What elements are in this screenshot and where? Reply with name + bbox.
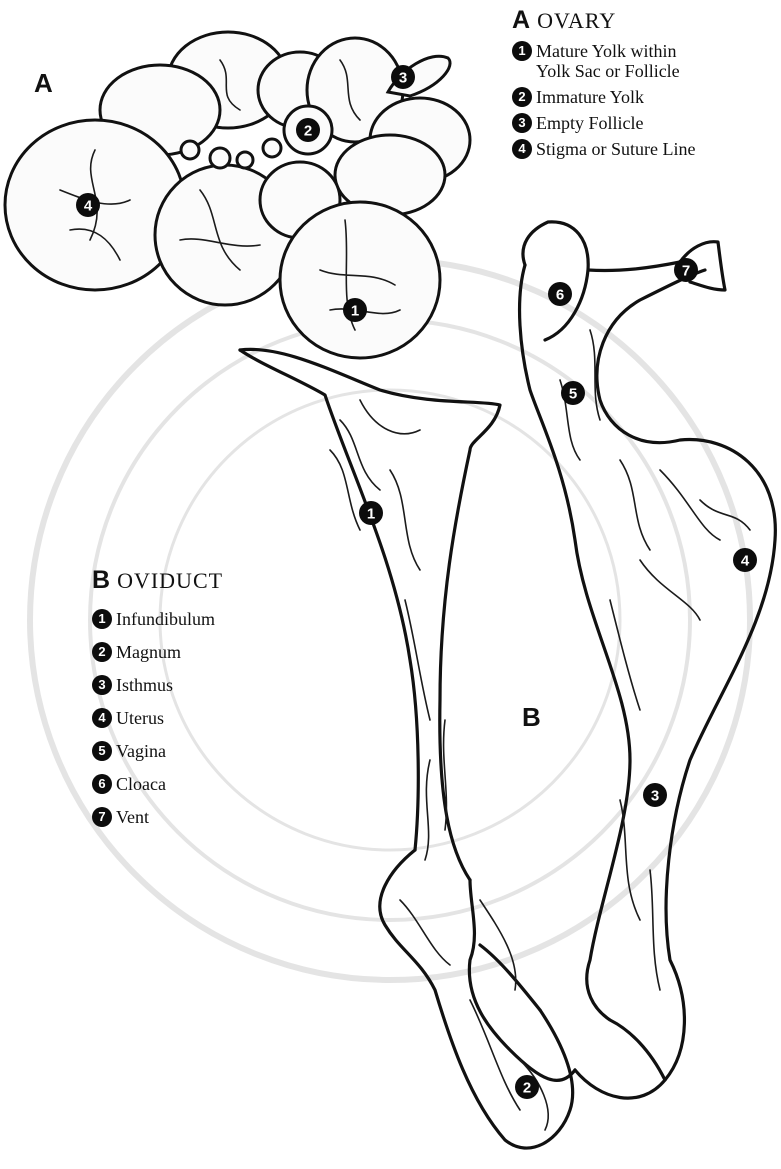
ovary-figure-letter: A — [34, 68, 53, 99]
oviduct-legend-item: 7 Vent — [92, 807, 223, 827]
oviduct-legend-list: 1 Infundibulum 2 Magnum 3 Isthmus 4 Uter… — [92, 609, 223, 827]
oviduct-legend-item: 6 Cloaca — [92, 774, 223, 794]
svg-text:2: 2 — [304, 123, 312, 140]
oviduct-legend-letter: B — [92, 566, 111, 594]
legend-item-label: Stigma or Suture Line — [536, 139, 695, 159]
oviduct-legend-item: 1 Infundibulum — [92, 609, 223, 629]
number-badge: 2 — [512, 87, 532, 107]
ovary-legend-heading: OVARY — [537, 8, 616, 33]
legend-item-label: Uterus — [116, 708, 164, 728]
number-badge: 5 — [92, 741, 112, 761]
number-badge: 3 — [512, 113, 532, 133]
legend-item-label: Infundibulum — [116, 609, 215, 629]
number-badge: 4 — [92, 708, 112, 728]
ovary-marker-3: 3 — [391, 65, 415, 89]
ovary-legend-item: 4 Stigma or Suture Line — [512, 139, 695, 159]
legend-item-label: Vagina — [116, 741, 166, 761]
legend-item-label: Immature Yolk — [536, 87, 644, 107]
oviduct-illustration — [240, 222, 775, 1148]
svg-text:3: 3 — [399, 70, 407, 87]
svg-text:4: 4 — [741, 553, 750, 570]
number-badge: 6 — [92, 774, 112, 794]
legend-item-label: Magnum — [116, 642, 181, 662]
oviduct-legend-item: 3 Isthmus — [92, 675, 223, 695]
oviduct-legend-item: 2 Magnum — [92, 642, 223, 662]
number-badge: 2 — [92, 642, 112, 662]
legend-item-label: Cloaca — [116, 774, 166, 794]
oviduct-markers: 1 2 3 4 5 6 7 — [359, 258, 757, 1099]
legend-item-label: Isthmus — [116, 675, 173, 695]
svg-text:2: 2 — [523, 1080, 531, 1097]
legend-item-label: Mature Yolk within Yolk Sac or Follicle — [536, 41, 680, 81]
oviduct-marker-7: 7 — [674, 258, 698, 282]
svg-text:4: 4 — [84, 198, 93, 215]
ovary-legend-item: 2 Immature Yolk — [512, 87, 695, 107]
ovary-legend-list: 1 Mature Yolk within Yolk Sac or Follicl… — [512, 41, 695, 159]
ovary-marker-4: 4 — [76, 193, 100, 217]
oviduct-legend-heading: OVIDUCT — [117, 568, 223, 593]
oviduct-marker-1: 1 — [359, 501, 383, 525]
svg-text:6: 6 — [556, 287, 564, 304]
ovary-legend-letter: A — [512, 6, 531, 34]
oviduct-marker-2: 2 — [515, 1075, 539, 1099]
ovary-legend-item: 3 Empty Follicle — [512, 113, 695, 133]
oviduct-figure-letter: B — [522, 702, 541, 733]
ovary-marker-1: 1 — [343, 298, 367, 322]
number-badge: 1 — [512, 41, 532, 61]
oviduct-marker-6: 6 — [548, 282, 572, 306]
oviduct-marker-4: 4 — [733, 548, 757, 572]
number-badge: 3 — [92, 675, 112, 695]
legend-item-label: Vent — [116, 807, 149, 827]
oviduct-legend-item: 5 Vagina — [92, 741, 223, 761]
svg-text:1: 1 — [351, 303, 359, 320]
svg-text:3: 3 — [651, 788, 659, 805]
oviduct-marker-3: 3 — [643, 783, 667, 807]
number-badge: 1 — [92, 609, 112, 629]
ovary-marker-2: 2 — [296, 118, 320, 142]
svg-text:1: 1 — [367, 506, 375, 523]
legend-item-label: Empty Follicle — [536, 113, 644, 133]
ovary-legend-item: 1 Mature Yolk within Yolk Sac or Follicl… — [512, 41, 695, 81]
svg-text:5: 5 — [569, 386, 577, 403]
oviduct-marker-5: 5 — [561, 381, 585, 405]
number-badge: 4 — [512, 139, 532, 159]
svg-text:7: 7 — [682, 263, 690, 280]
oviduct-legend-item: 4 Uterus — [92, 708, 223, 728]
number-badge: 7 — [92, 807, 112, 827]
